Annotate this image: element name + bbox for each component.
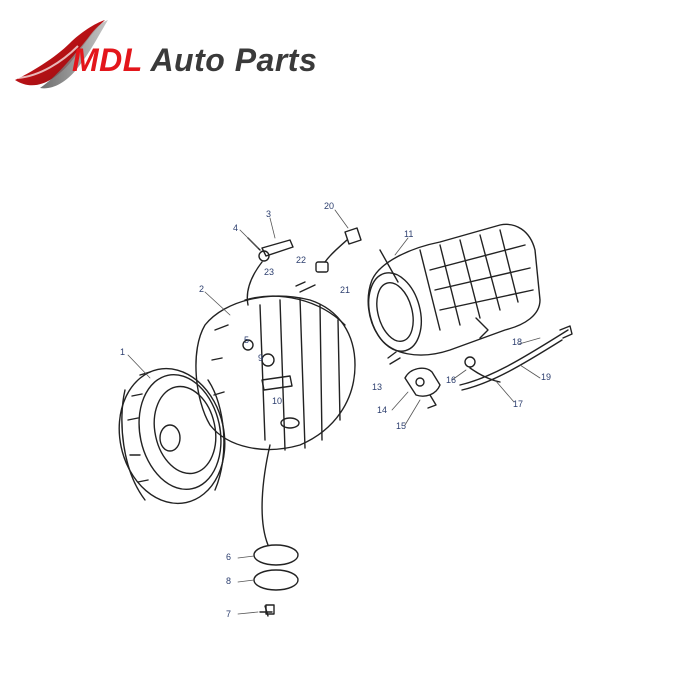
callout-14: 14 [377,405,388,415]
callout-4: 4 [233,223,239,233]
brand-autoparts-text: Auto Parts [142,42,318,78]
brand-wordmark: MDL Auto Parts [72,42,317,79]
callout-10: 10 [272,396,283,406]
callout-2: 2 [199,284,205,294]
bracket-cable-part [387,325,573,409]
callout-18: 18 [512,337,523,347]
brand-logo-swoosh [15,20,108,89]
callout-17: 17 [513,399,524,409]
callout-5: 5 [244,335,250,345]
callout-9: 9 [258,353,264,363]
extension-housing-part [367,223,541,356]
torque-converter-part [118,367,226,505]
transmission-case-part [195,295,356,451]
callout-7: 7 [226,609,232,619]
callout-19: 19 [541,372,552,382]
callout-21: 21 [340,285,351,295]
callout-8: 8 [226,576,232,586]
callout-15: 15 [396,421,407,431]
seals-bolt-part [253,444,299,617]
callout-11: 11 [404,229,414,239]
callout-3: 3 [266,209,272,219]
callout-22: 22 [296,255,307,265]
switch-connector-part [295,227,362,293]
callout-16: 16 [446,375,457,385]
callout-13: 13 [372,382,383,392]
callout-23: 23 [264,267,275,277]
brand-mdl-text: MDL [72,42,143,78]
callout-leaders [127,209,541,615]
callout-6: 6 [226,552,232,562]
callout-1: 1 [120,347,126,357]
callout-20: 20 [324,201,335,211]
